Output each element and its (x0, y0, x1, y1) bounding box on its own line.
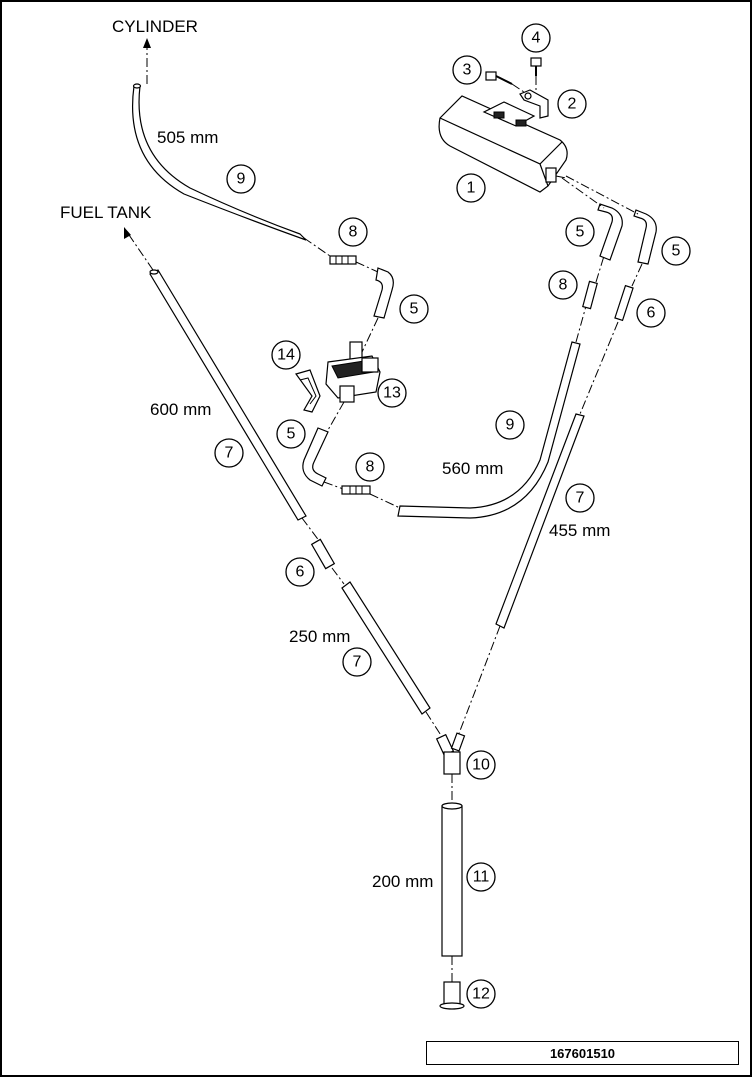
callout-5a: 5 (399, 294, 429, 324)
callout-8b: 8 (548, 270, 578, 300)
callout-5b: 5 (565, 217, 595, 247)
hose-7-left-upper (149, 269, 321, 543)
tee-fitting-10 (435, 732, 466, 804)
elbow-5-upper-left (361, 267, 394, 353)
screw-3 (485, 71, 525, 93)
svg-text:9: 9 (237, 171, 246, 188)
svg-text:8: 8 (349, 224, 358, 241)
svg-text:6: 6 (647, 305, 656, 322)
svg-text:8: 8 (366, 459, 375, 476)
hose-7-right (457, 413, 585, 737)
callout-3: 3 (452, 55, 482, 85)
fuel-tank-arrow (124, 227, 154, 271)
svg-text:7: 7 (353, 654, 362, 671)
svg-text:4: 4 (532, 30, 541, 47)
callout-7a: 7 (214, 438, 244, 468)
fitting-8-right (582, 255, 605, 310)
clip-14 (295, 369, 321, 413)
hose-7-left-lower (341, 581, 445, 741)
cap-12 (439, 981, 465, 1010)
bracket-2 (519, 89, 549, 119)
hose-9-upper (132, 83, 331, 257)
svg-text:10: 10 (472, 757, 490, 774)
fitting-6-center (310, 538, 345, 585)
dimension-505: 505 mm (157, 128, 218, 147)
svg-text:5: 5 (287, 426, 296, 443)
svg-text:5: 5 (672, 243, 681, 260)
svg-text:8: 8 (559, 277, 568, 294)
dimension-455: 455 mm (549, 521, 610, 540)
callout-8a: 8 (338, 217, 368, 247)
canister-1 (438, 95, 568, 193)
callout-1: 1 (456, 173, 486, 203)
callout-12: 12 (466, 979, 496, 1009)
svg-text:6: 6 (296, 564, 305, 581)
svg-text:9: 9 (506, 417, 515, 434)
callout-6b: 6 (285, 557, 315, 587)
callout-2: 2 (557, 89, 587, 119)
elbow-5-right-inner (597, 203, 623, 261)
svg-text:2: 2 (568, 96, 577, 113)
callout-14: 14 (271, 340, 301, 370)
svg-text:5: 5 (576, 224, 585, 241)
fitting-8-upper (329, 255, 379, 273)
svg-text:3: 3 (463, 62, 472, 79)
purge-valve-13 (325, 341, 381, 431)
svg-text:7: 7 (225, 445, 234, 462)
callout-5c: 5 (661, 236, 691, 266)
svg-text:1: 1 (467, 180, 476, 197)
screw-4 (530, 57, 542, 92)
svg-text:14: 14 (277, 347, 295, 364)
figure-id: 167601510 (426, 1041, 739, 1065)
hose-9-lower (397, 305, 587, 519)
callout-7b: 7 (565, 483, 595, 513)
dimension-560: 560 mm (442, 459, 503, 478)
callout-9b: 9 (495, 410, 525, 440)
svg-text:7: 7 (576, 490, 585, 507)
fitting-6-right (579, 284, 634, 415)
callout-5d: 5 (276, 419, 306, 449)
fuel-tank-label: FUEL TANK (60, 203, 152, 222)
dimension-250: 250 mm (289, 627, 350, 646)
callout-13: 13 (377, 378, 407, 408)
callout-9a: 9 (226, 164, 256, 194)
callout-7c: 7 (342, 647, 372, 677)
svg-text:5: 5 (410, 301, 419, 318)
hose-11 (441, 802, 463, 982)
elbow-5-right-outer (631, 209, 657, 287)
svg-text:11: 11 (473, 869, 490, 886)
cylinder-arrow (143, 38, 151, 84)
fitting-8-lower (341, 485, 401, 509)
callout-11: 11 (466, 862, 496, 892)
callout-4: 4 (521, 23, 551, 53)
callout-10: 10 (466, 750, 496, 780)
cylinder-label: CYLINDER (112, 17, 198, 36)
callout-6a: 6 (636, 298, 666, 328)
svg-text:12: 12 (472, 986, 490, 1003)
svg-text:13: 13 (383, 385, 401, 402)
dimension-200: 200 mm (372, 872, 433, 891)
callout-8c: 8 (355, 452, 385, 482)
elbow-5-lower-left (302, 427, 347, 491)
dimension-600: 600 mm (150, 400, 211, 419)
